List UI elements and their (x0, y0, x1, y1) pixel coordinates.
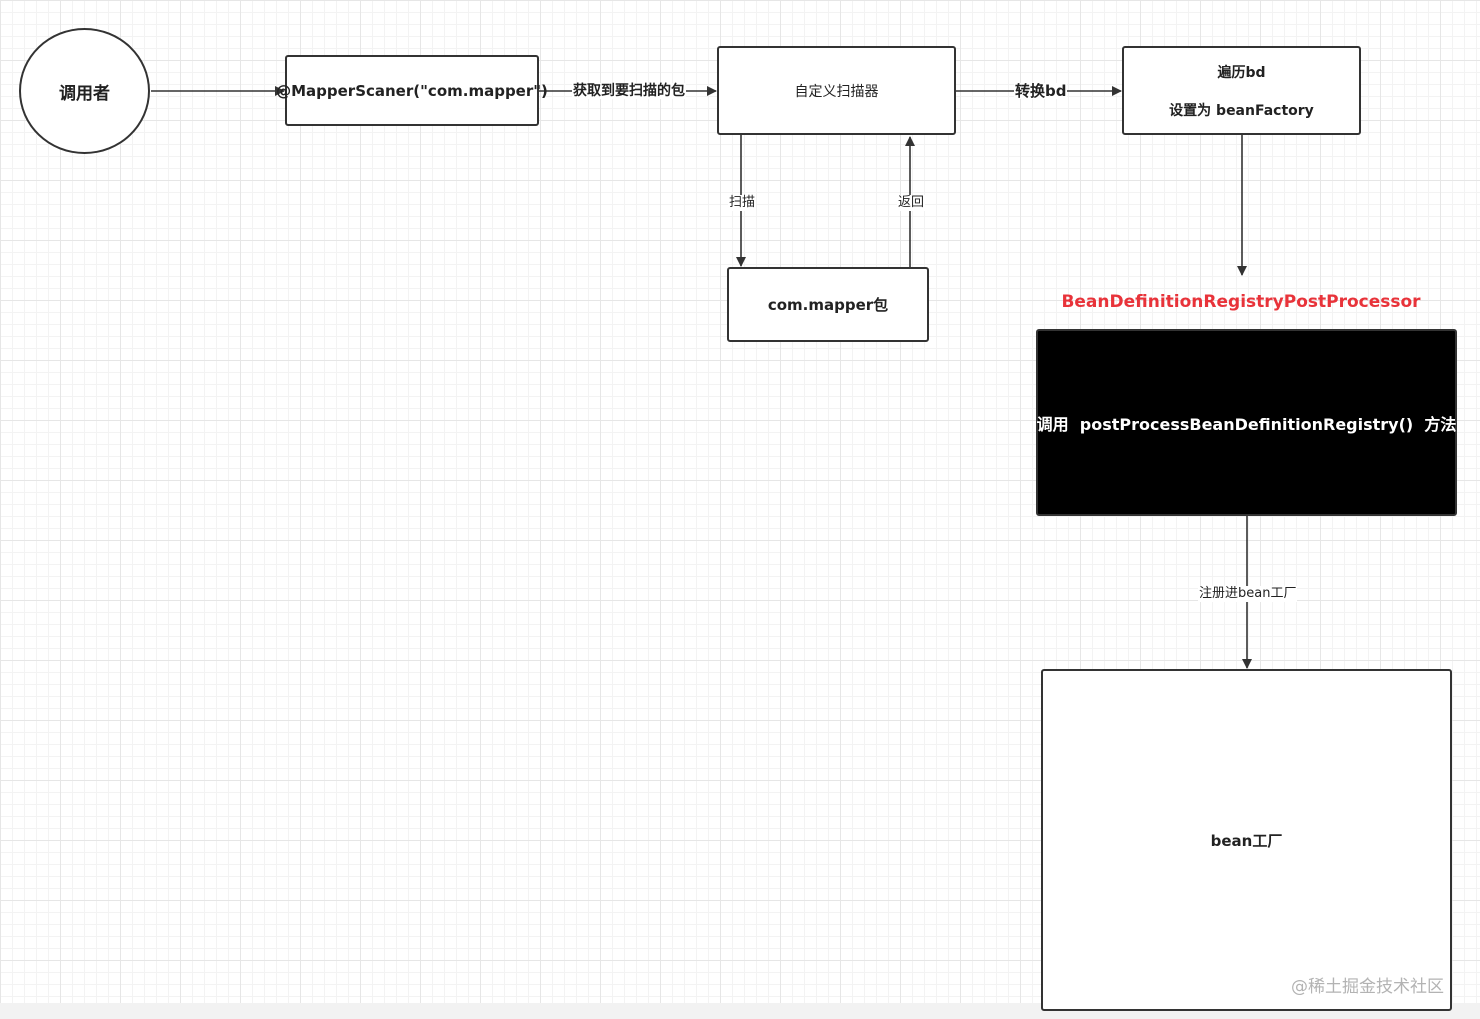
edge-label-return: 返回 (897, 195, 926, 211)
traverse-label-line2: 设置为 beanFactory (1169, 102, 1314, 119)
caller-label: 调用者 (59, 83, 110, 104)
caller-node[interactable]: 调用者 (19, 28, 150, 154)
invoke-label: 调用 postProcessBeanDefinitionRegistry() 方… (1036, 414, 1457, 434)
custom-scanner-label: 自定义扫描器 (794, 83, 879, 100)
mapper-scan-node[interactable]: @MapperScaner("com.mapper") (276, 55, 548, 126)
traverse-label-line1: 遍历bd (1217, 64, 1266, 81)
edge-label-get-package: 获取到要扫描的包 (572, 83, 686, 99)
bean-factory-node[interactable]: bean工厂 (1041, 669, 1452, 1011)
invoke-node[interactable]: 调用 postProcessBeanDefinitionRegistry() 方… (1036, 329, 1457, 516)
traverse-node[interactable]: 遍历bd 设置为 beanFactory (1122, 46, 1361, 135)
registry-title: BeanDefinitionRegistryPostProcessor (1061, 292, 1421, 312)
custom-scanner-node[interactable]: 自定义扫描器 (717, 46, 956, 135)
mapper-scan-label: @MapperScaner("com.mapper") (276, 81, 548, 100)
package-label: com.mapper包 (767, 296, 889, 314)
edge-label-convert-bd: 转换bd (1014, 82, 1068, 100)
package-node[interactable]: com.mapper包 (727, 267, 929, 342)
edge-label-scan: 扫描 (728, 195, 757, 211)
edge-label-register: 注册进bean工厂 (1198, 586, 1298, 602)
bean-factory-label: bean工厂 (1210, 831, 1283, 850)
watermark: @稀土掘金技术社区 (1291, 977, 1444, 997)
